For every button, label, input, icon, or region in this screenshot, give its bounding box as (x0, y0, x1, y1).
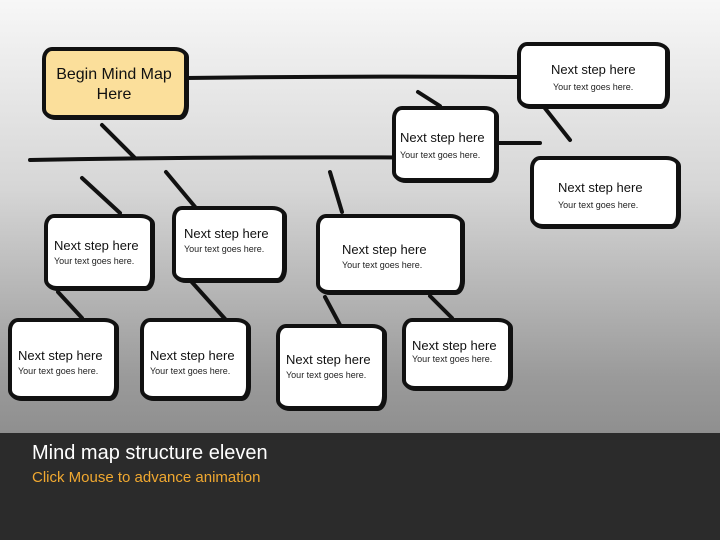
node-n2-text: Your text goes here. (400, 150, 481, 160)
connector-n4-to-n7 (56, 290, 84, 320)
node-n4-text: Your text goes here. (54, 256, 135, 266)
node-n3-title: Next step here (558, 180, 643, 195)
connector-n5-to-n8 (188, 278, 228, 322)
node-n5-text: Your text goes here. (184, 244, 265, 254)
node-n5[interactable]: Next step here Your text goes here. (172, 206, 286, 282)
root-node-label: Begin Mind Map Here (56, 66, 172, 103)
node-n7[interactable]: Next step here Your text goes here. (8, 318, 118, 400)
node-n8-text: Your text goes here. (150, 366, 231, 376)
node-n4[interactable]: Next step here Your text goes here. (44, 214, 154, 290)
node-n6-text: Your text goes here. (342, 260, 423, 270)
footer-subtitle: Click Mouse to advance animation (32, 469, 261, 486)
node-n8[interactable]: Next step here Your text goes here. (140, 318, 250, 400)
connector-branch-to-n5 (164, 170, 198, 210)
node-n1-title: Next step here (551, 62, 636, 77)
connector-n6-to-n9 (323, 295, 342, 327)
node-n2[interactable]: Next step here Your text goes here. (392, 106, 498, 182)
node-n7-text: Your text goes here. (18, 366, 99, 376)
connector-root-to-n1 (184, 74, 519, 80)
node-n9[interactable]: Next step here Your text goes here. (276, 324, 386, 410)
node-n7-title: Next step here (18, 348, 103, 363)
connector-branch-to-n4 (80, 176, 122, 215)
node-n10-text: Your text goes here. (412, 354, 493, 364)
node-n9-title: Next step here (286, 352, 371, 367)
node-n8-title: Next step here (150, 348, 235, 363)
connector-branch-to-n6 (328, 170, 344, 214)
footer-bar (0, 433, 720, 540)
node-n1-text: Your text goes here. (553, 82, 634, 92)
node-n3-text: Your text goes here. (558, 200, 639, 210)
footer-title: Mind map structure eleven (32, 442, 268, 464)
node-n1[interactable]: Next step here Your text goes here. (517, 42, 669, 108)
root-node[interactable]: Begin Mind Map Here (42, 47, 188, 119)
node-n9-text: Your text goes here. (286, 370, 367, 380)
connector-n6-to-n10 (428, 294, 454, 320)
node-n3[interactable]: Next step here Your text goes here. (530, 156, 680, 228)
node-n10[interactable]: Next step here Your text goes here. (402, 318, 512, 390)
node-n6-title: Next step here (342, 242, 427, 257)
node-n4-title: Next step here (54, 238, 139, 253)
node-n2-title: Next step here (400, 130, 485, 145)
connector-n1-to-n2 (416, 90, 442, 108)
node-n6[interactable]: Next step here Your text goes here. (316, 214, 464, 294)
connector-root-to-branch (100, 123, 137, 160)
node-n5-title: Next step here (184, 226, 269, 241)
connector-n1-to-n3 (542, 105, 572, 142)
node-n10-title: Next step here (412, 338, 497, 353)
